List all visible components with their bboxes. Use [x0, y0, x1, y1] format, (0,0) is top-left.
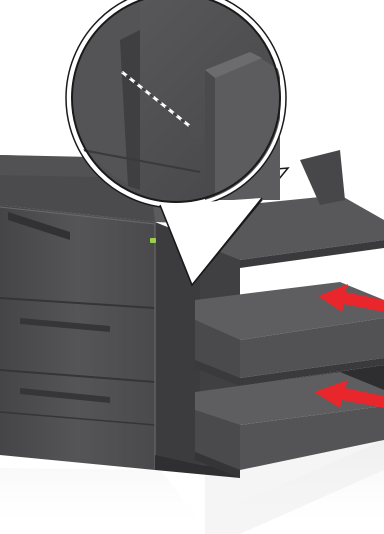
- indicator-light: [150, 238, 156, 243]
